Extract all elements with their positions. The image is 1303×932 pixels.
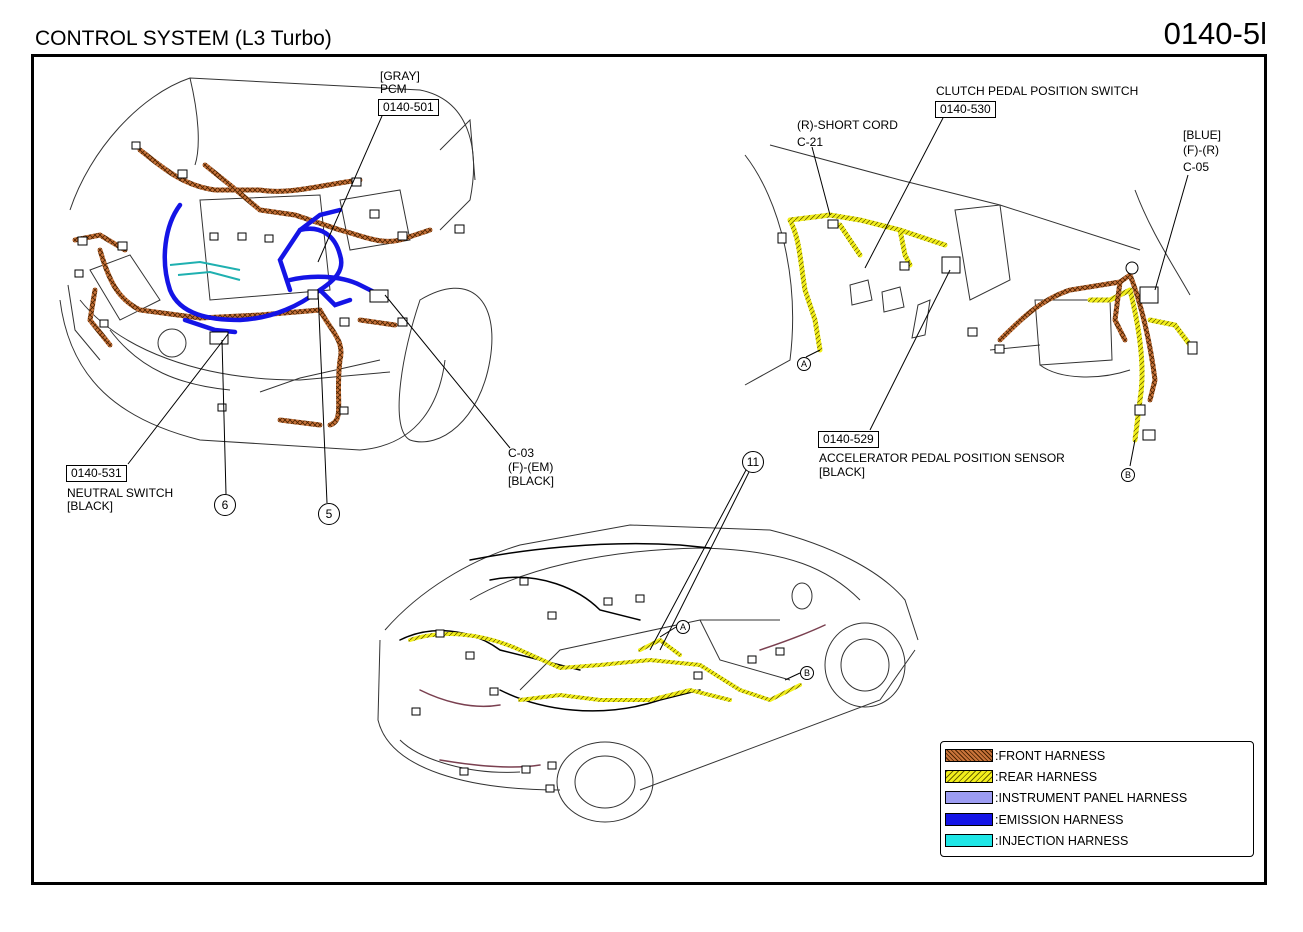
legend-label: :INJECTION HARNESS: [995, 834, 1129, 848]
pcm-ref-box[interactable]: 0140-501: [378, 99, 439, 116]
point-a-car: A: [676, 620, 690, 634]
c05-id-label: C-05: [1183, 160, 1210, 174]
c05-color-label: [BLUE]: [1183, 128, 1222, 142]
harness-legend: :FRONT HARNESS :REAR HARNESS :INSTRUMENT…: [940, 741, 1254, 857]
callout-6: 6: [214, 494, 236, 516]
dashboard-connectors: [777, 219, 1198, 441]
rear-harness-dashboard: [787, 212, 1193, 443]
engine-bay-drawing: [59, 77, 493, 451]
injection-harness: [169, 260, 241, 281]
neutral-switch-color-label: [BLACK]: [67, 499, 114, 513]
car-connectors: [411, 577, 785, 793]
accelerator-sensor-name-label: ACCELERATOR PEDAL POSITION SENSOR: [819, 451, 1065, 465]
dashboard-drawing: [744, 144, 1191, 386]
legend-label: :FRONT HARNESS: [995, 749, 1106, 763]
legend-label: :INSTRUMENT PANEL HARNESS: [995, 791, 1188, 805]
clutch-switch-name-label: CLUTCH PEDAL POSITION SWITCH: [936, 84, 1139, 98]
short-cord-label: (R)-SHORT CORD: [797, 118, 898, 132]
legend-label: :EMISSION HARNESS: [995, 813, 1124, 827]
pcm-color-label: [GRAY]: [380, 69, 420, 83]
neutral-switch-ref-box[interactable]: 0140-531: [66, 465, 127, 482]
emission-harness-swatch: [945, 813, 993, 826]
car-wiring: [399, 542, 826, 768]
rear-harness-swatch: [945, 770, 993, 783]
instrument-panel-harness-swatch: [945, 791, 993, 804]
engine-leader-lines: [127, 115, 511, 504]
front-harness-swatch: [945, 749, 993, 762]
point-b-car: B: [800, 666, 814, 680]
car-leader-lines: [649, 469, 801, 681]
dashboard-leader-lines: [805, 117, 1189, 467]
emission-harness: [162, 202, 383, 335]
c03-color-label: [BLACK]: [508, 474, 555, 488]
page-title: CONTROL SYSTEM (L3 Turbo): [35, 27, 332, 50]
c03-id-label: C-03: [508, 446, 535, 460]
c05-connection-label: (F)-(R): [1183, 143, 1219, 157]
page-code: 0140-5l: [1163, 16, 1267, 51]
c21-id-label: C-21: [797, 135, 824, 149]
callout-11: 11: [742, 451, 764, 473]
point-a-dashboard: A: [797, 357, 811, 371]
accelerator-sensor-color-label: [BLACK]: [819, 465, 866, 479]
injection-harness-swatch: [945, 834, 993, 847]
legend-label: :REAR HARNESS: [995, 770, 1098, 784]
clutch-switch-ref-box[interactable]: 0140-530: [935, 101, 996, 118]
front-harness-engine: [72, 147, 433, 428]
front-harness-dashboard: [997, 272, 1158, 403]
accelerator-sensor-ref-box[interactable]: 0140-529: [818, 431, 879, 448]
diagram-frame: [31, 54, 1267, 885]
c03-connection-label: (F)-(EM): [508, 460, 554, 474]
neutral-switch-name-label: NEUTRAL SWITCH: [67, 486, 174, 500]
pcm-name-label: PCM: [380, 82, 407, 96]
car-body-drawing: [377, 524, 919, 823]
point-b-dashboard: B: [1121, 468, 1135, 482]
callout-5: 5: [318, 503, 340, 525]
engine-connectors: [74, 141, 465, 415]
